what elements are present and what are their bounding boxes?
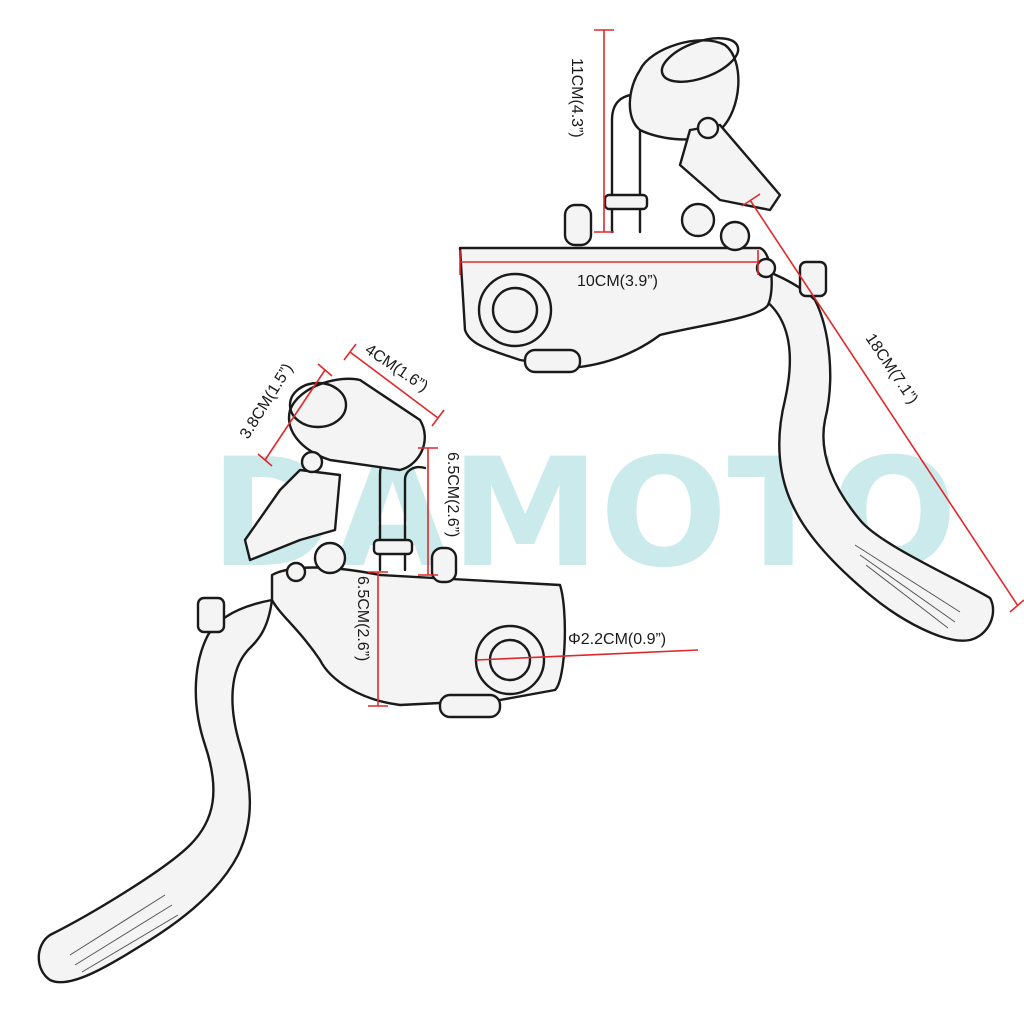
dim-clamp-diameter: Φ2.2CM(0.9”) [475,631,699,661]
top-lever-grip [854,544,961,629]
top-reservoir-cap [660,37,740,83]
bottom-reservoir-bracket [243,468,342,562]
top-clamp-bore-inner [491,286,539,334]
bottom-left-master-cylinder [37,377,567,984]
dim-body-height: 6.5CM(2.6”) [354,571,388,707]
dim-clamp-diameter-label: Φ2.2CM(0.9”) [568,631,666,648]
top-lever [738,260,995,642]
top-reservoir-bracket [678,123,782,212]
top-bleed-nipple [563,203,593,247]
top-adjuster-knob [798,260,828,298]
top-banjo-bolt-2 [719,220,751,252]
top-reservoir [628,39,740,141]
dim-top-height-label: 11CM(4.3”) [568,58,585,138]
bottom-bracket-bolt [300,450,324,474]
bottom-bleed-nipple [430,546,458,584]
bottom-boot [438,693,502,719]
top-pivot-bolt [755,257,777,279]
top-boot [523,348,582,374]
dim-top-height: 11CM(4.3”) [568,29,614,233]
bottom-hose-clamp [372,538,414,556]
dim-body-height-label: 6.5CM(2.6”) [354,576,371,661]
dim-top-width: 10CM(3.9”) [459,250,759,290]
top-clamp-bore [477,272,553,348]
top-bracket-bolt [696,116,720,140]
dim-hose-height-label: 6.5CM(2.6”) [444,452,461,537]
bottom-pivot-bolt [285,561,307,583]
bottom-lever-grip [69,894,179,973]
bottom-adjuster-knob [196,596,226,634]
bottom-lever [37,598,274,984]
top-right-master-cylinder [458,37,995,642]
top-hose-clamp [603,193,649,211]
bottom-banjo-bolt [313,541,347,575]
dim-hose-height: 6.5CM(2.6”) [418,447,461,576]
dim-top-width-label: 10CM(3.9”) [577,273,658,290]
bottom-reservoir-cap [288,381,348,429]
top-banjo-bolt-1 [680,202,716,238]
dim-lever-length-label: 18CM(7.1”) [862,331,921,408]
